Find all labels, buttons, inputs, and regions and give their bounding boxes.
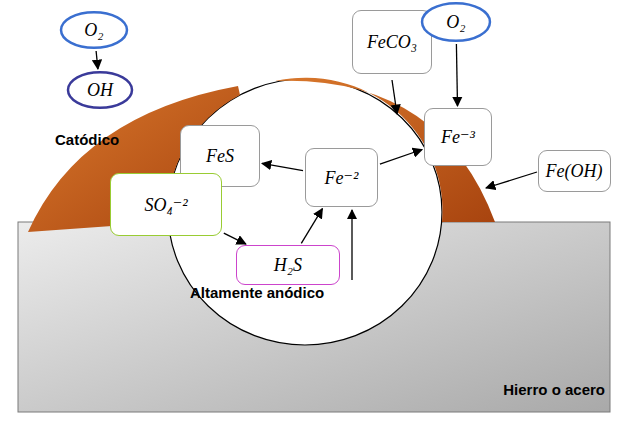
species-box: Fe⁻³ bbox=[424, 108, 492, 166]
species-box: Fe⁻² bbox=[305, 148, 378, 207]
species-box: FeCO₃ bbox=[352, 10, 432, 74]
leader-arrow bbox=[351, 210, 352, 280]
oxygen-ellipse: O₂ bbox=[421, 2, 491, 42]
reaction-arrow bbox=[456, 44, 457, 106]
material-label: Hierro o acero bbox=[503, 381, 605, 398]
species-formula: OH bbox=[87, 80, 113, 101]
reaction-arrow bbox=[301, 209, 322, 244]
region-label: Catódico bbox=[55, 131, 119, 148]
hydroxide-ellipse: OH bbox=[67, 71, 133, 109]
rust-deposit-right bbox=[275, 78, 495, 222]
species-formula: FeS bbox=[206, 146, 234, 167]
oxygen-ellipse: O₂ bbox=[60, 11, 128, 49]
species-formula: H₂S bbox=[274, 255, 302, 276]
reaction-arrow bbox=[96, 51, 98, 69]
species-formula: Fe⁻² bbox=[325, 167, 359, 189]
species-formula: O₂ bbox=[84, 20, 103, 41]
species-formula: O₂ bbox=[446, 12, 465, 33]
reaction-arrow bbox=[224, 233, 246, 244]
species-formula: Fe(OH) bbox=[546, 161, 603, 182]
species-box: Fe(OH) bbox=[538, 150, 611, 192]
species-formula: SO₄⁻² bbox=[144, 194, 187, 216]
reaction-arrow bbox=[380, 150, 422, 165]
sulfide-box: H₂S bbox=[236, 245, 340, 285]
leader-arrow bbox=[392, 80, 397, 114]
region-label: Altamente anódico bbox=[190, 284, 324, 301]
species-formula: Fe⁻³ bbox=[441, 126, 475, 148]
leader-arrow bbox=[486, 172, 537, 188]
species-formula: FeCO₃ bbox=[367, 32, 417, 53]
reaction-arrow bbox=[262, 163, 303, 170]
sulfate-box: SO₄⁻² bbox=[110, 173, 222, 236]
